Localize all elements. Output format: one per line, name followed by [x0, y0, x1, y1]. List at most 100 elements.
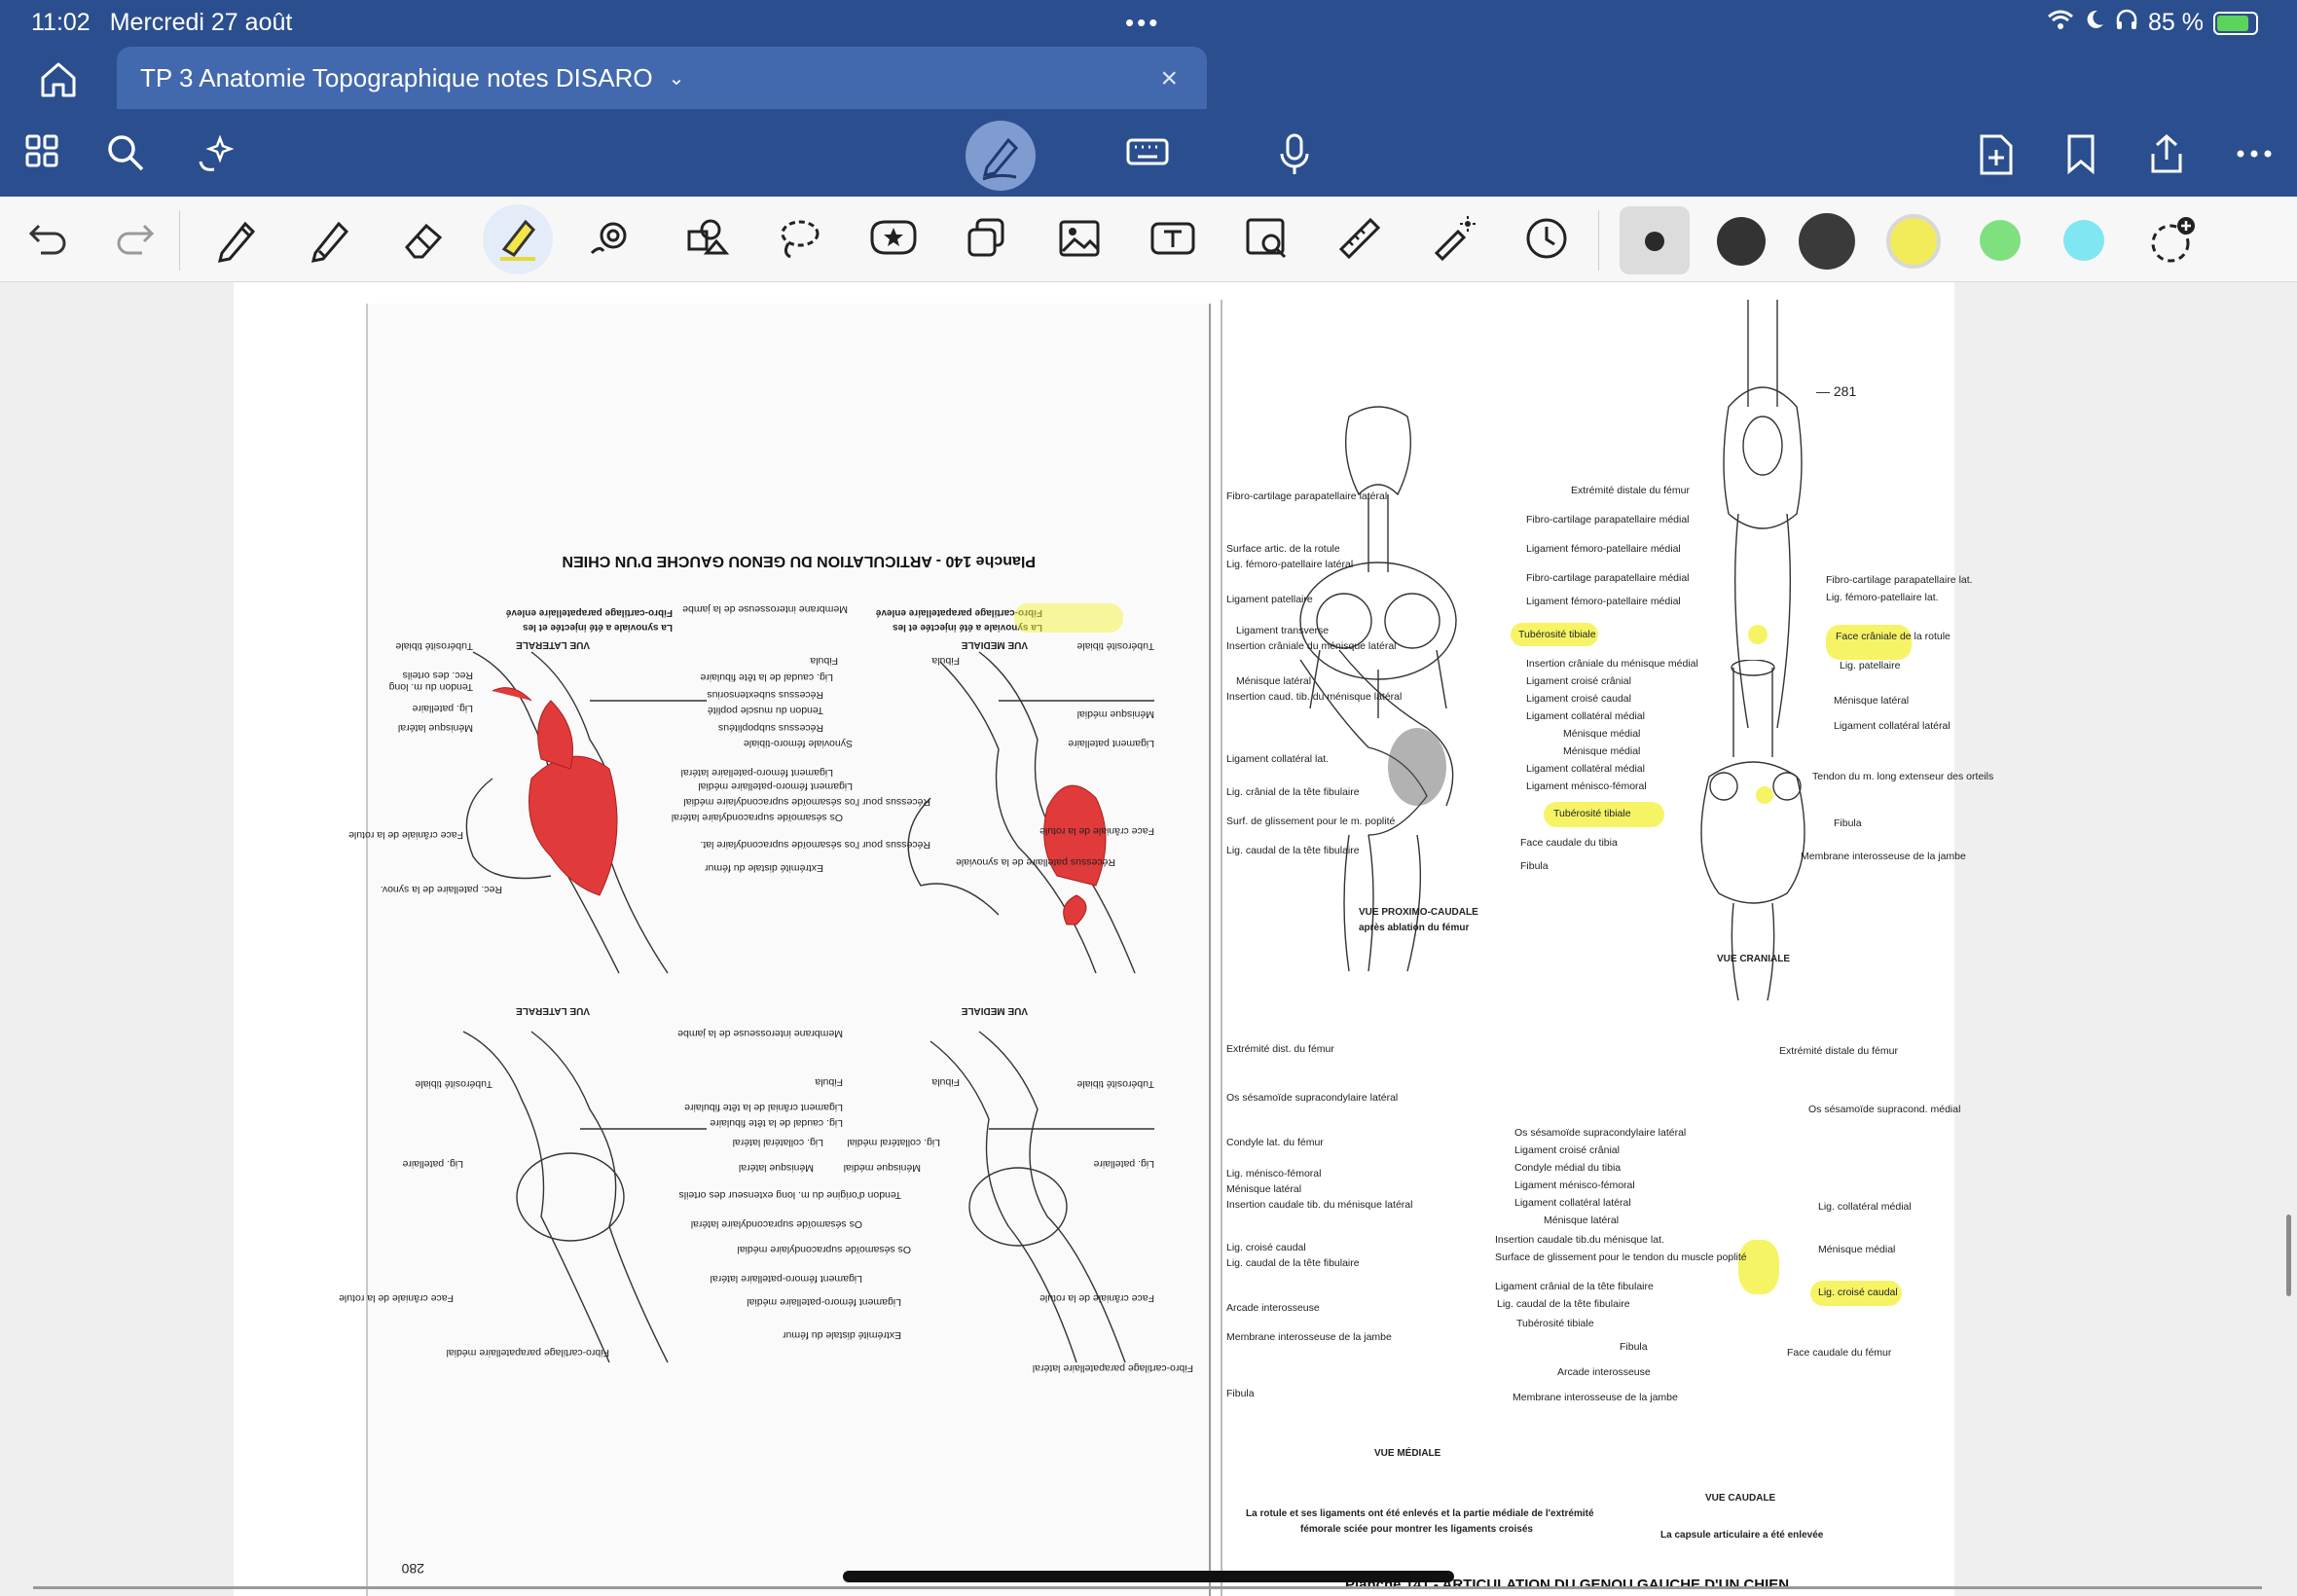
- share-icon[interactable]: [2145, 132, 2190, 177]
- r-caption-cranial: VUE CRANIALE: [1717, 954, 1791, 964]
- pen-mode-icon: [982, 137, 1019, 181]
- label-b-lig-cranial: Ligament crânial de la tête fibulaire: [684, 1102, 843, 1113]
- highlight-tuberosite-left: [1014, 603, 1123, 633]
- ruler-icon[interactable]: [1335, 214, 1386, 265]
- vertical-scrollbar[interactable]: [2286, 1215, 2291, 1296]
- home-indicator[interactable]: [843, 1571, 1454, 1582]
- close-tab-icon[interactable]: ×: [1160, 62, 1178, 94]
- r-label-lig-collat-med-2: Ligament collatéral médial: [1526, 763, 1645, 775]
- label-b-fibula-1: Fibula: [815, 1076, 843, 1088]
- r-label-membrane-caudal: Membrane interosseuse de la jambe: [1513, 1392, 1678, 1403]
- color-swatch-green[interactable]: [1980, 220, 2021, 261]
- label-b-os-sesamoide-med: Os sésamoïde supracondylaire médial: [737, 1244, 911, 1255]
- view-medial-bottom: VUE MEDIALE: [961, 1005, 1028, 1016]
- color-swatch-black-medium[interactable]: [1717, 217, 1766, 266]
- r-label-lig-croise-caudal-medial: Lig. croisé caudal: [1226, 1242, 1306, 1253]
- r-label-ligament-patellaire: Ligament patellaire: [1226, 594, 1313, 605]
- r-label-insertion-caud-tib: Insertion caud. tib. du ménisque latéral: [1226, 691, 1403, 703]
- label-extremite-distale-femur: Extrémité distale du fémur: [705, 862, 823, 874]
- lasso-icon[interactable]: [775, 214, 825, 265]
- pen-icon[interactable]: [212, 214, 263, 265]
- document-tab-title: TP 3 Anatomie Topographique notes DISARO: [140, 62, 653, 92]
- elements-icon[interactable]: [681, 214, 732, 265]
- label-b-tendon-origine: Tendon d'origine du m. long extenseur de…: [678, 1189, 901, 1201]
- sparkle-icon[interactable]: [193, 132, 237, 177]
- laser-icon[interactable]: [1429, 214, 1479, 265]
- image-icon[interactable]: [1055, 214, 1106, 265]
- label-lig-caudal: Lig. caudal de la tête fibulaire: [700, 671, 833, 683]
- scanned-page-right: — 281: [1221, 300, 1993, 1596]
- r-label-lig-collat-lat-cranial: Ligament collatéral latéral: [1834, 720, 1951, 732]
- label-tendon-long: Tendon du m. long: [388, 681, 473, 693]
- r-label-lig-fp-med-2: Ligament fémoro-patellaire médial: [1526, 596, 1681, 607]
- sticker-icon[interactable]: [866, 214, 917, 265]
- r-label-tendon-long-cranial: Tendon du m. long extenseur des orteils: [1812, 771, 1994, 782]
- highlighter-icon[interactable]: [483, 204, 553, 274]
- r-label-menisque-med-caudal: Ménisque médial: [1818, 1244, 1896, 1255]
- add-page-icon[interactable]: [1976, 132, 2021, 177]
- r-label-tuberosite-2: Tubérosité tibiale: [1553, 808, 1631, 819]
- microphone-icon[interactable]: [1275, 132, 1320, 177]
- status-date: Mercredi 27 août: [109, 9, 293, 36]
- shapes-icon[interactable]: [586, 214, 637, 265]
- highlight-lig-croise-caudal: [1810, 1281, 1902, 1306]
- text-icon[interactable]: [1148, 214, 1199, 265]
- highlight-dot-cranial-2: [1756, 786, 1773, 804]
- label-b-lig-collat-med: Lig. collatéral médial: [847, 1137, 940, 1148]
- more-icon[interactable]: [2233, 132, 2278, 177]
- r-label-lig-collateral-lat: Ligament collatéral lat.: [1226, 753, 1330, 765]
- label-b-tuberosite-2: Tubérosité tibiale: [415, 1078, 492, 1090]
- wifi-icon: [2047, 9, 2074, 37]
- r-label-tuberosite-caudal: Tubérosité tibiale: [1516, 1318, 1594, 1329]
- r-label-extremite-distale: Extrémité distale du fémur: [1571, 485, 1690, 496]
- eraser-icon[interactable]: [399, 214, 450, 265]
- r-label-fibula-cranial: Fibula: [1834, 817, 1862, 829]
- home-icon[interactable]: [37, 60, 80, 99]
- redo-icon[interactable]: [111, 214, 162, 265]
- chevron-down-icon[interactable]: ⌄: [668, 67, 685, 90]
- r-label-os-sesamoide-med-caudal: Os sésamoïde supracond. médial: [1808, 1104, 1961, 1115]
- r-label-menisque-lateral: Ménisque latéral: [1236, 675, 1312, 687]
- pencil-icon[interactable]: [306, 214, 356, 265]
- scanned-page-left: Planche 140 - ARTICULATION DU GENOU GAUC…: [339, 304, 1213, 1596]
- pen-mode-button[interactable]: [966, 121, 1036, 191]
- label-b-lig-fp-lat: Ligament fémoro-patellaire latéral: [710, 1273, 862, 1285]
- headphones-icon: [2115, 9, 2138, 37]
- label-recessus-subpopliteus: Récessus subpoplitéus: [718, 722, 823, 734]
- planche-140-title: Planche 140 - ARTICULATION DU GENOU GAUC…: [562, 553, 1036, 569]
- r-label-face-craniale: Face crâniale de la rotule: [1836, 631, 1951, 642]
- label-b-menisque-lat: Ménisque latéral: [738, 1162, 814, 1174]
- upside-down-content: Planche 140 - ARTICULATION DU GENOU GAUC…: [339, 304, 1213, 1596]
- bookmark-icon[interactable]: [2063, 132, 2108, 177]
- clock-icon[interactable]: [1522, 214, 1573, 265]
- undo-icon[interactable]: [25, 214, 76, 265]
- label-os-sesamoide-lat: Os sésamoïde supracondylaire latéral: [671, 812, 843, 823]
- image-search-icon[interactable]: [1242, 214, 1293, 265]
- search-icon[interactable]: [105, 132, 150, 177]
- label-menisque-lateral: Ménisque latéral: [397, 722, 473, 734]
- label-lig-femoro-patellaire-med: Ligament fémoro-patellaire médial: [698, 780, 853, 792]
- r-label-fibro-med-2: Fibro-cartilage parapatellaire médial: [1526, 572, 1690, 584]
- r-label-arcade-medial: Arcade interosseuse: [1226, 1302, 1320, 1314]
- r-label-insertion-cran-med: Insertion crâniale du ménisque médial: [1526, 658, 1698, 670]
- label-b-face-craniale-1: Face crâniale de la rotule: [1039, 1292, 1154, 1304]
- r-caption-proximo-2: après ablation du fémur: [1359, 923, 1470, 933]
- r-label-lig-caudal-tete: Lig. caudal de la tête fibulaire: [1226, 845, 1360, 856]
- keyboard-icon[interactable]: [1125, 132, 1170, 177]
- color-swatch-yellow[interactable]: [1886, 214, 1941, 269]
- multitasking-dots[interactable]: •••: [1125, 8, 1161, 37]
- tools-toolbar: [0, 197, 2297, 282]
- copy-icon[interactable]: [962, 214, 1012, 265]
- label-rec-orteils: Rec. des orteils: [402, 670, 473, 681]
- color-swatch-black-thick[interactable]: [1799, 213, 1855, 270]
- document-tab[interactable]: TP 3 Anatomie Topographique notes DISARO…: [117, 47, 1207, 109]
- r-label-lig-croise-caudal-caudal: Lig. croisé caudal: [1818, 1287, 1898, 1298]
- r-label-lig-menisco-femoral: Ligament ménisco-fémoral: [1526, 780, 1647, 792]
- color-swatch-black-thin[interactable]: [1645, 232, 1664, 251]
- label-b-tuberosite-1: Tubérosité tibiale: [1076, 1078, 1154, 1090]
- r-label-lig-caudal-tete-caudal: Lig. caudal de la tête fibulaire: [1497, 1298, 1630, 1310]
- highlight-face-craniale: [1826, 625, 1912, 660]
- color-swatch-cyan[interactable]: [2063, 220, 2104, 261]
- grid-icon[interactable]: [23, 132, 68, 177]
- add-color-icon[interactable]: [2147, 214, 2198, 265]
